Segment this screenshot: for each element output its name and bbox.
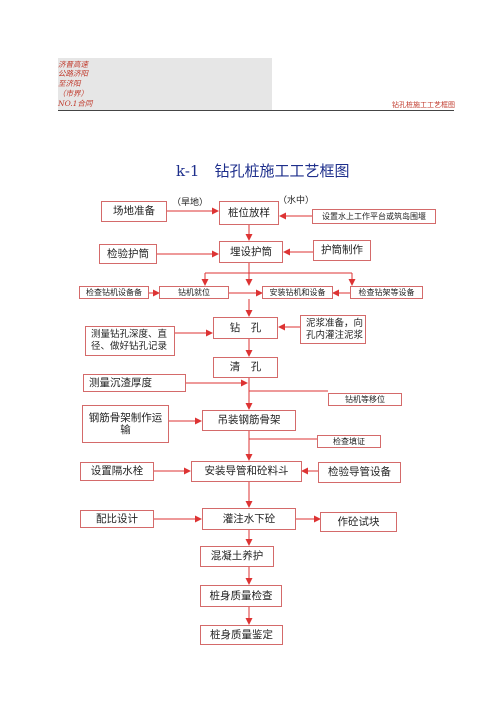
node-quality-assess: 桩身质量鉴定 [200, 625, 283, 645]
header-block [58, 58, 272, 110]
node-pile-position: 桩位放样 [219, 201, 279, 225]
header-line-2: 公路济阳 [58, 69, 88, 78]
node-clean-hole: 清 孔 [213, 357, 278, 378]
node-pour-concrete: 灌注水下砼 [202, 508, 296, 530]
node-cage-make: 钢筋骨架制作运 输 [82, 405, 183, 443]
node-drill-in-place: 钻机就位 [159, 286, 229, 299]
node-drilling: 钻 孔 [213, 317, 278, 339]
annotation-dry: （旱地） [172, 198, 209, 208]
node-inspect-casing: 检验护筒 [99, 244, 157, 264]
header-line-1: 济晋高速 [58, 60, 88, 69]
node-check-fill: 检查填证 [317, 435, 381, 448]
node-water-plug: 设置隔水栓 [80, 462, 154, 481]
header-rule [58, 110, 454, 111]
node-casing-make: 护筒制作 [313, 240, 371, 261]
node-drill-move: 钻机等移位 [328, 393, 402, 406]
node-check-tremie: 检验导管设备 [318, 462, 401, 483]
node-test-block: 作砼试块 [320, 512, 397, 532]
node-install-drill: 安装钻机和设备 [262, 286, 333, 299]
header-line-3: 至济阳 [58, 79, 81, 88]
header-line-4: （市界） [58, 89, 88, 98]
node-hoist-cage: 吊装钢筋骨架 [202, 410, 296, 431]
node-measure-sediment: 测量沉渣厚度 [83, 374, 186, 392]
node-install-tremie: 安装导管和砼料斗 [191, 461, 302, 482]
header-right-title: 钻孔桩施工工艺框图 [392, 101, 455, 109]
node-curing: 混凝土养护 [200, 546, 274, 567]
header-line-5: NO.1合同 [58, 99, 93, 108]
node-quality-check: 桩身质量检查 [200, 585, 282, 607]
node-site-prep: 场地准备 [101, 201, 167, 222]
node-mix-design: 配比设计 [80, 510, 154, 528]
node-bury-casing: 埋设护筒 [219, 241, 283, 263]
node-check-rack: 检查钻架等设备 [350, 286, 423, 299]
node-mud-prep: 泥浆准备，向孔内灌注泥浆 [300, 315, 366, 344]
node-check-drill-equipment: 检查钻机设备备 [79, 286, 149, 299]
node-water-platform: 设置水上工作平台或筑岛围堰 [312, 209, 436, 224]
diagram-title: k-1 钻孔桩施工工艺框图 [176, 162, 350, 180]
node-measure-depth: 测量钻孔深度、直径、做好钻孔记录 [85, 326, 175, 356]
annotation-water: （水中） [278, 196, 315, 206]
